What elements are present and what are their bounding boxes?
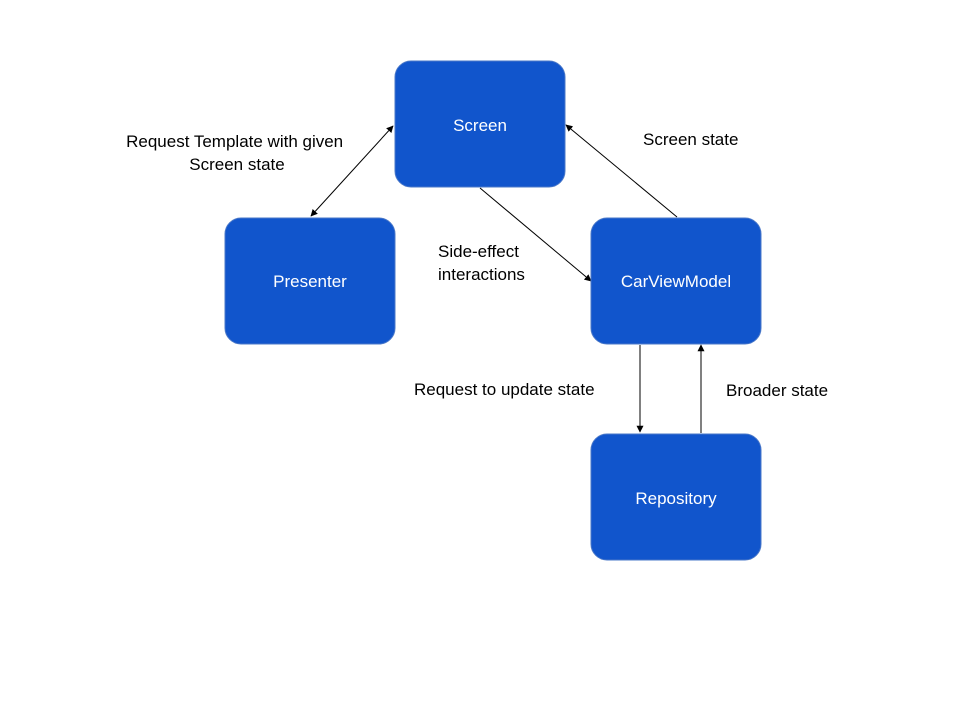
edges xyxy=(310,124,705,433)
node-car-view-model-label: CarViewModel xyxy=(621,272,731,291)
node-screen-label: Screen xyxy=(453,116,507,135)
node-repository-label: Repository xyxy=(635,489,717,508)
label-request-template: Request Template with given Screen state xyxy=(126,132,348,174)
label-broader-state: Broader state xyxy=(726,381,828,400)
label-broader-state-line-1: Broader state xyxy=(726,381,828,400)
node-repository: Repository xyxy=(590,433,762,561)
node-screen-box xyxy=(394,60,566,188)
node-screen: Screen xyxy=(394,60,566,188)
label-request-update-line-1: Request to update state xyxy=(414,380,595,399)
label-side-effect-line-2: interactions xyxy=(438,265,525,284)
node-car-view-model: CarViewModel xyxy=(590,217,762,345)
label-screen-state: Screen state xyxy=(643,130,738,149)
node-presenter-box xyxy=(224,217,396,345)
node-presenter-label: Presenter xyxy=(273,272,347,291)
label-screen-state-line-1: Screen state xyxy=(643,130,738,149)
label-side-effect-line-1: Side-effect xyxy=(438,242,519,261)
label-request-template-line-1: Request Template with given xyxy=(126,132,343,151)
label-side-effect: Side-effect interactions xyxy=(438,242,525,284)
node-car-view-model-box xyxy=(590,217,762,345)
edge-screen-presenter xyxy=(310,125,394,217)
node-repository-box xyxy=(590,433,762,561)
edge-viewmodel-to-screen xyxy=(565,124,678,218)
label-request-update: Request to update state xyxy=(414,380,595,399)
label-request-template-line-2: Screen state xyxy=(189,155,284,174)
edge-screen-to-viewmodel xyxy=(479,187,592,282)
edge-labels: Request Template with given Screen state… xyxy=(126,130,828,400)
node-presenter: Presenter xyxy=(224,217,396,345)
